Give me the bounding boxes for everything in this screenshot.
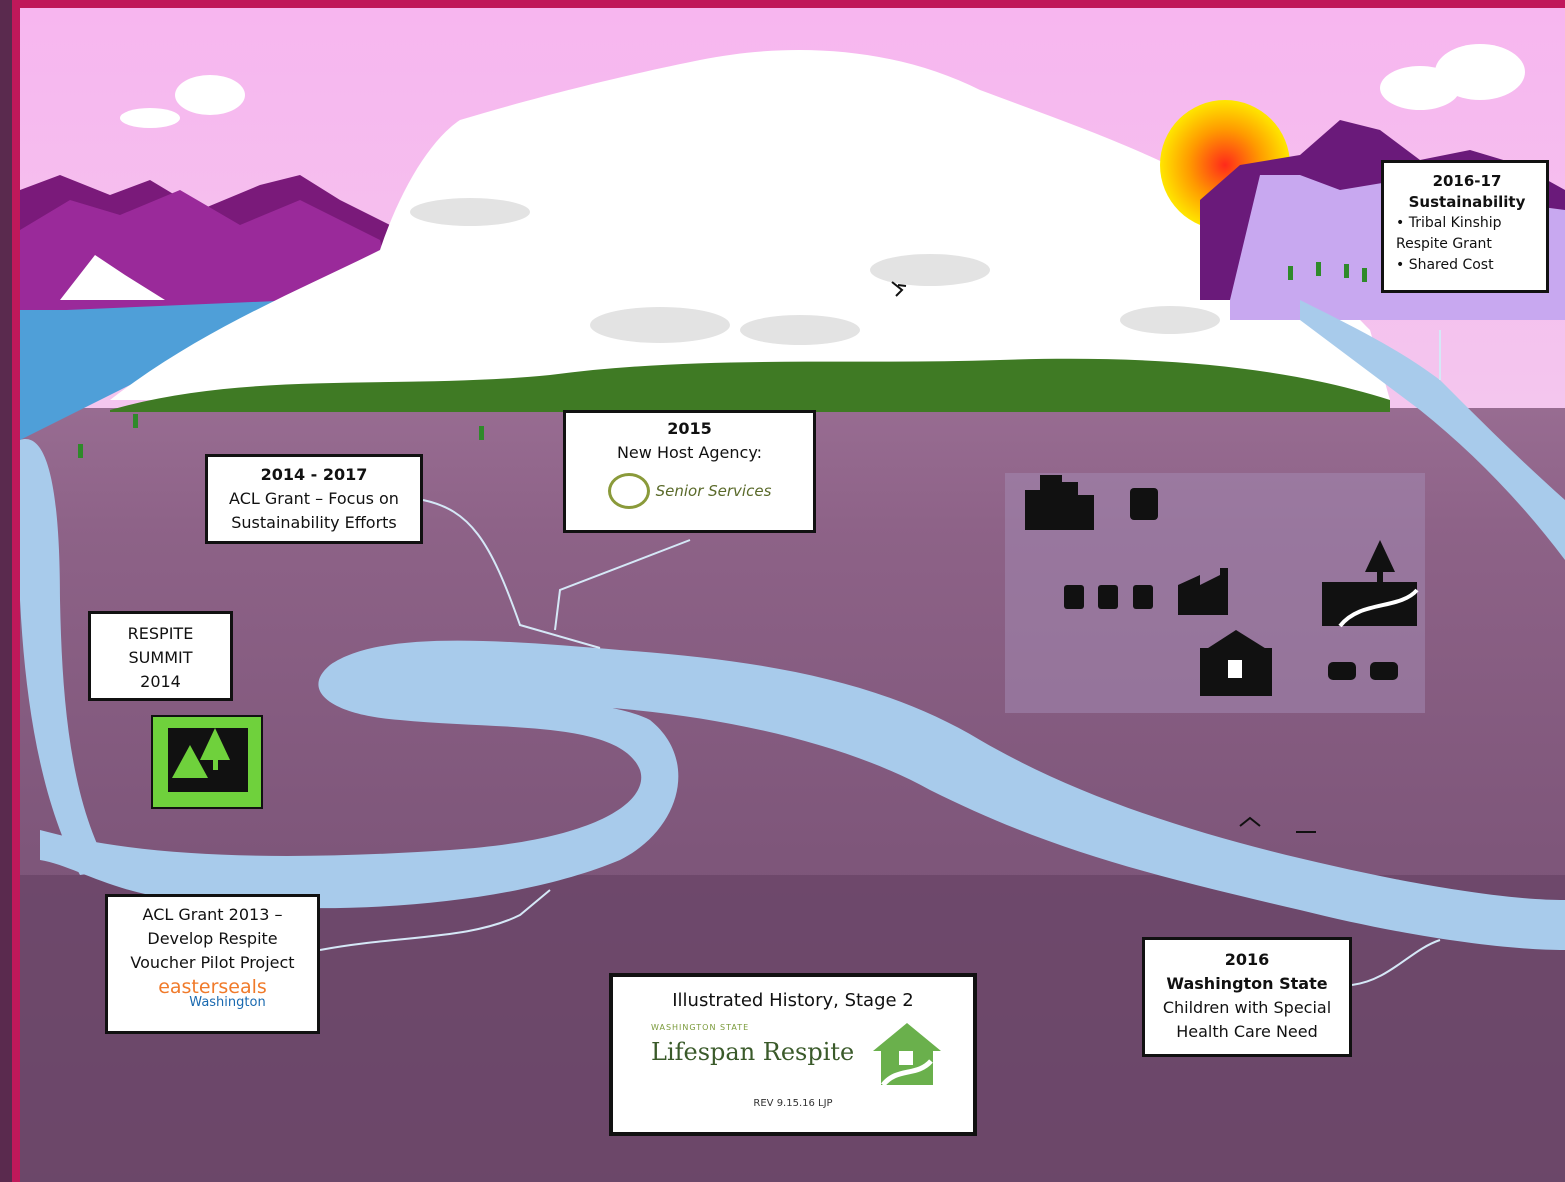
kayak-icon <box>1239 816 1316 833</box>
house-road-icon <box>873 1023 941 1087</box>
title-card-title: Illustrated History, Stage 2 <box>672 990 914 1011</box>
bus-icon <box>1064 488 1158 609</box>
lifespan-respite-logo: WASHINGTON STATE Lifespan Respite <box>613 1017 973 1097</box>
skier-icon <box>891 281 907 297</box>
acl-2014-line2: Sustainability Efforts <box>231 513 397 532</box>
easterseals-logo-main: easterseals <box>158 976 267 998</box>
easterseals-logo: easterseals Washington <box>108 976 317 1011</box>
wa-2016-line3: Health Care Need <box>1176 1022 1318 1041</box>
acl-2013-line2: Develop Respite <box>147 929 278 948</box>
river-right <box>1300 300 1565 560</box>
river <box>40 640 1565 950</box>
city-icon <box>1025 475 1094 530</box>
river-left <box>20 439 110 875</box>
lifespan-logo-top: WASHINGTON STATE <box>651 1023 750 1032</box>
acl-2013-line3: Voucher Pilot Project <box>130 953 295 972</box>
acl-2014-line1: ACL Grant – Focus on <box>229 489 399 508</box>
host-agency-2015-box: 2015 New Host Agency: Senior Services <box>563 410 816 533</box>
senior-services-logo: Senior Services <box>566 473 813 509</box>
left-mountains <box>20 175 400 320</box>
tent-tree-icon <box>151 715 263 809</box>
respite-summit-box: RESPITE SUMMIT 2014 <box>88 611 233 701</box>
summit-line1: RESPITE <box>127 624 194 643</box>
acl-grant-2013-box: ACL Grant 2013 – Develop Respite Voucher… <box>105 894 320 1034</box>
sustainability-2016-17-box: 2016-17 Sustainability • Tribal Kinship … <box>1381 160 1549 293</box>
car-icon <box>1328 662 1398 680</box>
senior-services-logo-text: Senior Services <box>655 482 772 500</box>
summit-line2: SUMMIT <box>128 648 193 667</box>
sustainability-title: Sustainability <box>1408 193 1526 211</box>
road-tree-icon <box>1322 540 1419 628</box>
connector-lines <box>319 330 1441 986</box>
house-icon <box>1200 630 1272 696</box>
wa-2016-line2: Children with Special <box>1162 998 1332 1017</box>
tree-icon <box>78 262 1367 458</box>
acl-grant-2014-box: 2014 - 2017 ACL Grant – Focus on Sustain… <box>205 454 423 544</box>
title-card-revision: REV 9.15.16 LJP <box>753 1098 833 1109</box>
wa-2016-line1: Washington State <box>1166 974 1328 993</box>
title-card: Illustrated History, Stage 2 WASHINGTON … <box>609 973 977 1136</box>
senior-services-mark-icon <box>607 473 650 509</box>
cloud-icon <box>120 44 1525 128</box>
mountain-shadows <box>410 198 1220 345</box>
host-agency-year: 2015 <box>667 419 712 438</box>
lifespan-logo-main: Lifespan Respite <box>651 1038 855 1066</box>
sustainability-year: 2016-17 <box>1432 172 1502 190</box>
green-hills <box>110 358 1390 412</box>
host-agency-label: New Host Agency: <box>616 443 763 462</box>
factory-icon <box>1178 568 1228 615</box>
acl-2014-year: 2014 - 2017 <box>260 465 368 484</box>
sustainability-bullet-1: • Tribal Kinship Respite Grant <box>1396 215 1502 252</box>
summit-line3: 2014 <box>140 672 181 691</box>
sustainability-bullet-2: • Shared Cost <box>1396 257 1494 273</box>
snow-mountain <box>110 50 1390 400</box>
easterseals-logo-sub: Washington <box>189 995 266 1010</box>
wa-2016-year: 2016 <box>1224 950 1270 969</box>
washington-2016-box: 2016 Washington State Children with Spec… <box>1142 937 1352 1057</box>
acl-2013-line1: ACL Grant 2013 – <box>142 905 283 924</box>
